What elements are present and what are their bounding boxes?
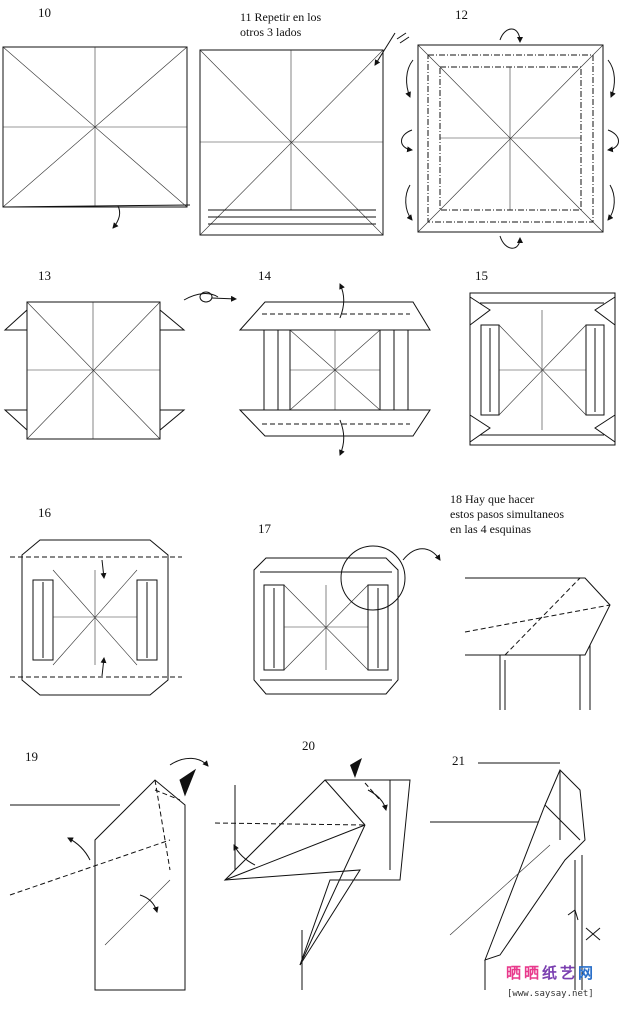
watermark-char-5: 网 xyxy=(578,964,593,982)
step-15-number: 15 xyxy=(475,268,488,283)
step-14-number: 14 xyxy=(258,268,272,283)
step-10-number: 10 xyxy=(38,5,51,20)
step-10: 10 xyxy=(2,5,191,229)
step-16: 16 xyxy=(10,505,182,696)
site-watermark: 晒 晒 纸 艺 网 [www.saysay.net] xyxy=(506,964,594,999)
step-14: 14 xyxy=(238,268,431,456)
step-20-number: 20 xyxy=(302,738,315,753)
step-16-number: 16 xyxy=(38,505,52,520)
step-17: 17 xyxy=(253,521,441,695)
step-13-number: 13 xyxy=(38,268,51,283)
step-13: 13 xyxy=(3,268,237,440)
step-18-note-line-1: 18 Hay que hacer xyxy=(450,492,534,506)
step-12-number: 12 xyxy=(455,7,468,22)
step-12: 12 xyxy=(401,7,619,249)
step-21: 21 xyxy=(430,753,601,990)
step-11: 11 Repetir en los otros 3 lados xyxy=(199,10,410,236)
watermark-url: [www.saysay.net] xyxy=(507,989,594,999)
step-18-note-line-2: estos pasos simultaneos xyxy=(450,507,564,521)
step-11-note-line-2: otros 3 lados xyxy=(240,25,302,39)
step-11-note-line-1: 11 Repetir en los xyxy=(240,10,322,24)
step-21-number: 21 xyxy=(452,753,465,768)
watermark-char-2: 晒 xyxy=(524,964,539,982)
watermark-char-4: 艺 xyxy=(560,964,575,982)
watermark-char-1: 晒 xyxy=(506,964,521,982)
step-18-note-line-3: en las 4 esquinas xyxy=(450,522,531,536)
step-15: 15 xyxy=(469,268,616,446)
watermark-char-3: 纸 xyxy=(542,964,557,982)
step-19: 19 xyxy=(9,749,209,991)
step-20: 20 xyxy=(214,738,411,990)
step-18: 18 Hay que hacer estos pasos simultaneos… xyxy=(450,492,611,710)
step-17-number: 17 xyxy=(258,521,272,536)
step-19-number: 19 xyxy=(25,749,38,764)
